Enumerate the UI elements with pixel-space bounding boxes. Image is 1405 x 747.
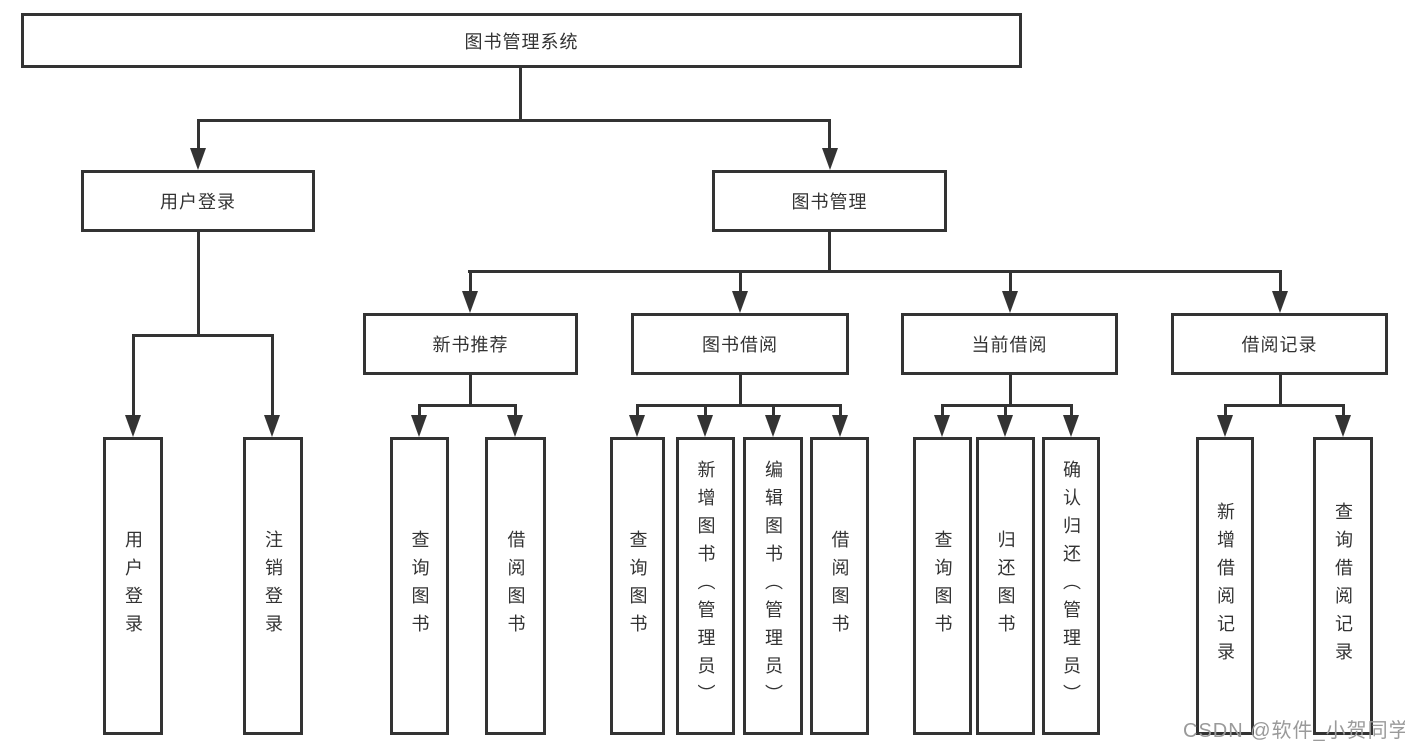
leaf-newbook-borrow-books: 借阅图书 (485, 437, 546, 735)
arrowhead-icon (462, 291, 478, 313)
connector-records-horizontal (1224, 404, 1345, 407)
node-borrow-records: 借阅记录 (1171, 313, 1388, 375)
arrowhead-icon (765, 415, 781, 437)
connector-login-horizontal (132, 334, 274, 337)
node-label: 当前借阅 (971, 335, 1048, 355)
connector-arrow-shaft (828, 119, 831, 151)
connector-arrow-shaft (1279, 270, 1282, 295)
arrowhead-icon (190, 148, 206, 170)
arrowhead-icon (411, 415, 427, 437)
node-label: 图书管理 (791, 192, 868, 212)
arrowhead-icon (125, 415, 141, 437)
leaf-logout: 注销登录 (243, 437, 303, 735)
arrowhead-icon (1063, 415, 1079, 437)
leaf-label: 查询借阅记录 (1333, 502, 1353, 670)
leaf-label: 借阅图书 (829, 530, 850, 642)
node-book-borrow: 图书借阅 (631, 313, 849, 375)
connector-root-stub (519, 68, 522, 120)
leaf-records-add-record: 新增借阅记录 (1196, 437, 1254, 735)
leaf-newbook-query-books: 查询图书 (390, 437, 449, 735)
arrowhead-icon (997, 415, 1013, 437)
connector-arrow-shaft (772, 404, 775, 419)
connector-arrow-shaft (418, 404, 421, 419)
connector-login-stub (197, 230, 200, 336)
leaf-label: 编辑图书（管理员） (763, 460, 783, 712)
arrowhead-icon (1272, 291, 1288, 313)
leaf-borrow-add-books-admin: 新增图书（管理员） (676, 437, 735, 735)
connector-level3-horizontal (468, 270, 1282, 273)
connector-borrow-horizontal (636, 404, 841, 407)
connector-arrow-shaft (704, 404, 707, 419)
arrowhead-icon (507, 415, 523, 437)
leaf-borrow-edit-books-admin: 编辑图书（管理员） (743, 437, 803, 735)
node-book-management: 图书管理 (712, 170, 947, 232)
connector-current-horizontal (941, 404, 1073, 407)
connector-root-horizontal (197, 119, 831, 122)
leaf-borrow-query-books: 查询图书 (610, 437, 665, 735)
node-label: 借阅记录 (1241, 335, 1318, 355)
connector-current-stub (1009, 374, 1012, 407)
arrowhead-icon (697, 415, 713, 437)
leaf-label: 新增借阅记录 (1215, 502, 1235, 670)
connector-arrow-shaft (839, 404, 842, 419)
connector-arrow-shaft (1342, 404, 1345, 419)
arrowhead-icon (832, 415, 848, 437)
node-user-login: 用户登录 (81, 170, 315, 232)
leaf-label: 查询图书 (932, 530, 953, 642)
node-label: 图书借阅 (702, 335, 778, 355)
leaf-label: 确认归还（管理员） (1061, 460, 1081, 712)
arrowhead-icon (1217, 415, 1233, 437)
leaf-records-query-record: 查询借阅记录 (1313, 437, 1373, 735)
arrowhead-icon (934, 415, 950, 437)
leaf-label: 查询图书 (409, 530, 430, 642)
connector-arrow-shaft (1224, 404, 1227, 419)
leaf-label: 借阅图书 (505, 530, 526, 642)
connector-newbook-horizontal (418, 404, 517, 407)
connector-arrow-shaft (1004, 404, 1007, 419)
connector-arrow-shaft (514, 404, 517, 419)
leaf-current-return-books: 归还图书 (976, 437, 1035, 735)
arrowhead-icon (732, 291, 748, 313)
arrowhead-icon (629, 415, 645, 437)
csdn-watermark: CSDN @软件_小贺同学 (1183, 720, 1405, 742)
connector-records-stub (1279, 374, 1282, 407)
connector-arrow-shaft (636, 404, 639, 419)
node-library-management-system: 图书管理系统 (21, 13, 1022, 68)
node-new-book-recommend: 新书推荐 (363, 313, 578, 375)
leaf-label: 注销登录 (263, 530, 283, 642)
connector-arrow-shaft (739, 270, 742, 295)
connector-arrow-shaft (941, 404, 944, 419)
connector-arrow-shaft (132, 334, 135, 419)
node-current-borrow: 当前借阅 (901, 313, 1118, 375)
node-label: 新书推荐 (432, 335, 509, 355)
arrowhead-icon (822, 148, 838, 170)
leaf-borrow-borrow-books: 借阅图书 (810, 437, 869, 735)
node-label: 用户登录 (160, 192, 236, 212)
leaf-label: 归还图书 (995, 530, 1016, 642)
leaf-user-login: 用户登录 (103, 437, 163, 735)
leaf-current-query-books: 查询图书 (913, 437, 972, 735)
arrowhead-icon (264, 415, 280, 437)
arrowhead-icon (1335, 415, 1351, 437)
connector-mgmt-stub (828, 230, 831, 273)
connector-arrow-shaft (197, 119, 200, 151)
connector-newbook-stub (469, 374, 472, 407)
arrowhead-icon (1002, 291, 1018, 313)
connector-arrow-shaft (271, 334, 274, 419)
node-label: 图书管理系统 (464, 31, 579, 52)
leaf-label: 用户登录 (123, 530, 143, 642)
connector-arrow-shaft (1070, 404, 1073, 419)
leaf-label: 查询图书 (627, 530, 648, 642)
connector-arrow-shaft (469, 270, 472, 295)
connector-borrow-stub (739, 374, 742, 407)
connector-arrow-shaft (1009, 270, 1012, 295)
leaf-current-confirm-return-admin: 确认归还（管理员） (1042, 437, 1100, 735)
leaf-label: 新增图书（管理员） (695, 460, 716, 712)
